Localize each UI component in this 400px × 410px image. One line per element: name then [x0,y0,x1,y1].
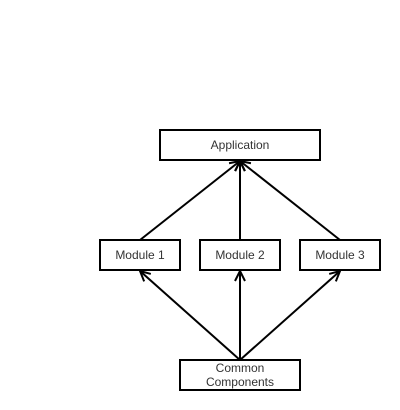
node-module-3-label: Module 3 [315,248,365,262]
node-common-components-label-line-1: Common [216,361,265,375]
edge-module-1-to-application [139,161,240,241]
node-common-components: Common Components [179,359,301,391]
node-common-components-label-line-2: Components [206,375,274,389]
edge-common-to-module-3 [239,271,340,361]
node-application: Application [159,129,321,161]
node-module-1: Module 1 [99,239,181,271]
node-module-2-label: Module 2 [215,248,265,262]
node-module-3: Module 3 [299,239,381,271]
node-application-label: Application [211,138,270,152]
node-module-2: Module 2 [199,239,281,271]
node-module-1-label: Module 1 [115,248,165,262]
edge-common-to-module-1 [140,271,241,361]
edge-module-3-to-application [240,161,341,241]
